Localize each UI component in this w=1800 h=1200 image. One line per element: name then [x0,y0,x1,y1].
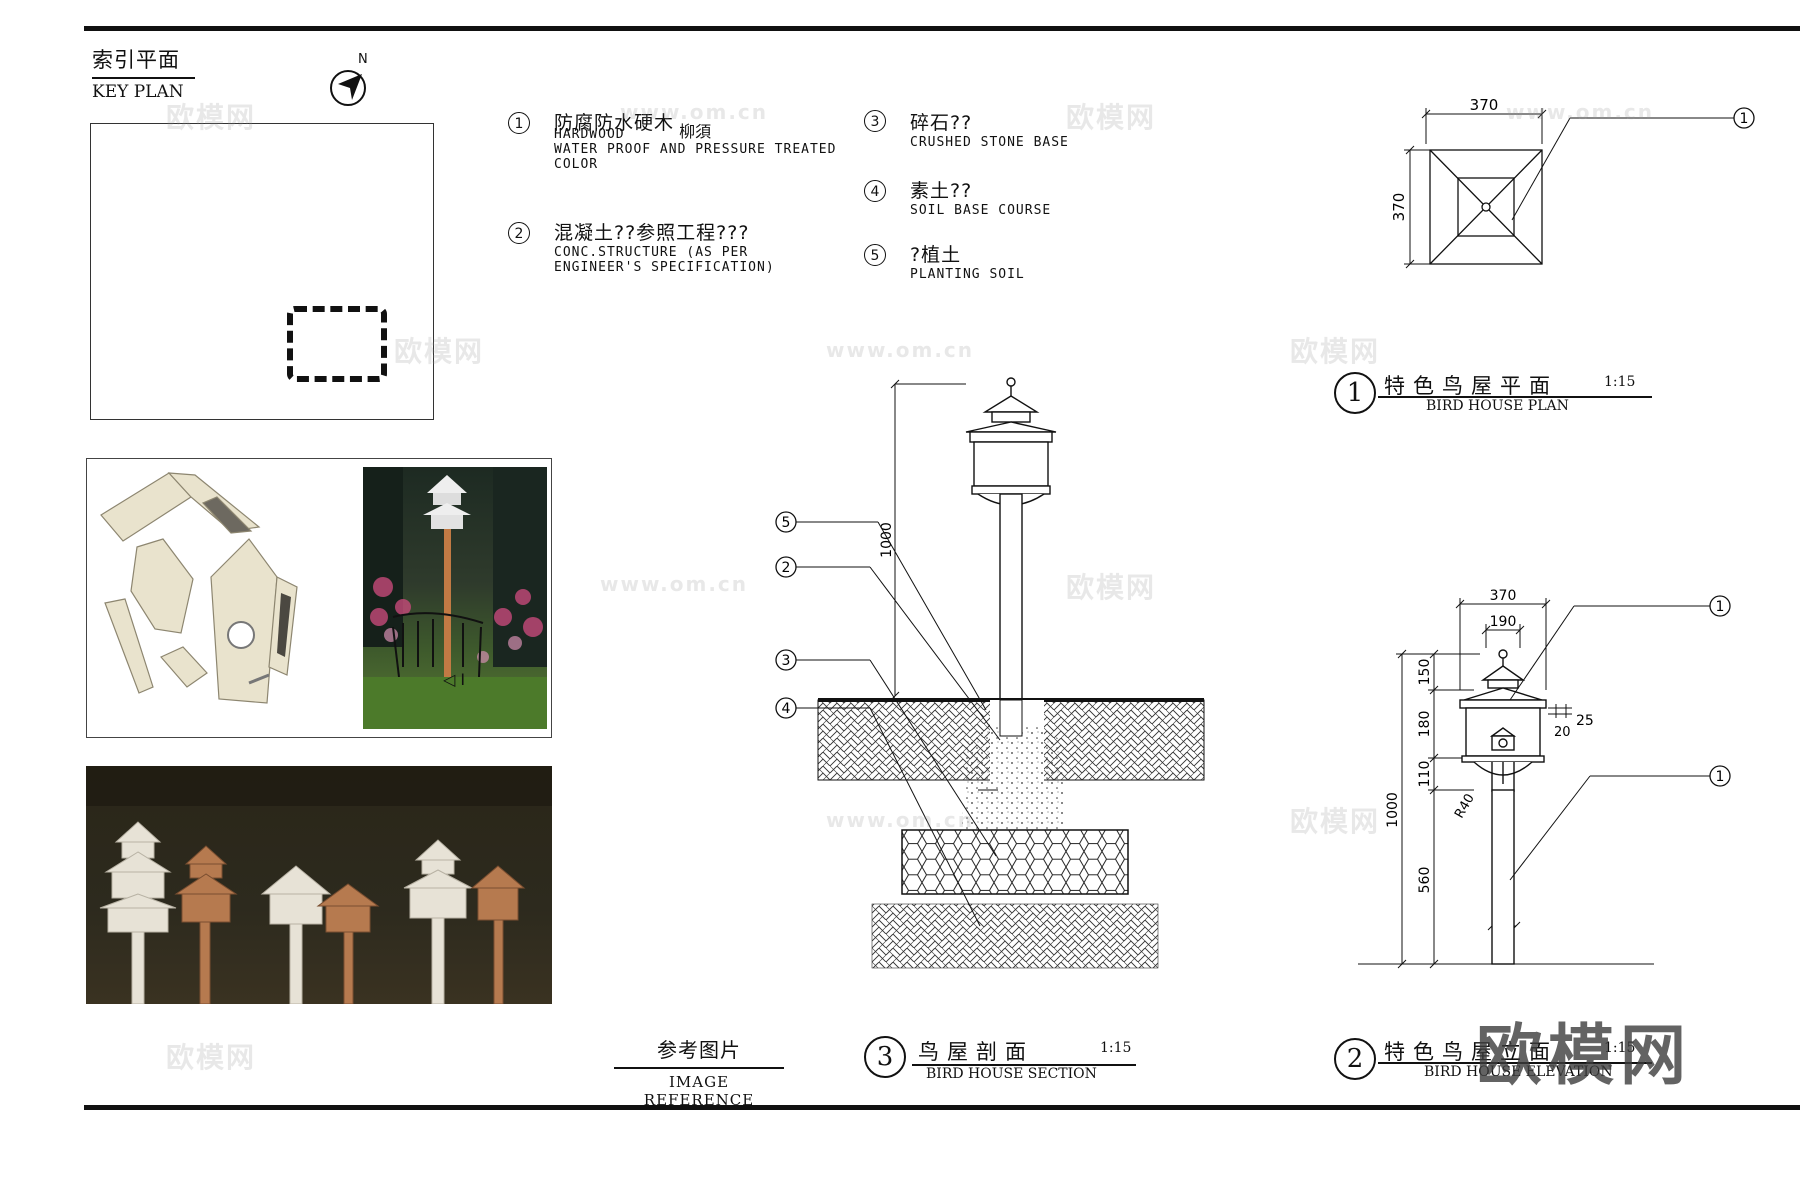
section-title-en: BIRD HOUSE SECTION [926,1066,1097,1082]
watermark-url-3: www.om.cn [600,572,749,596]
elevation-view-number: 2 [1334,1038,1376,1080]
legend-2-en-line-1: CONC.STRUCTURE (AS PER [554,245,749,260]
svg-text:◁ I: ◁ I [442,670,465,689]
plan-title-cn: 特色鸟屋平面 [1384,374,1558,398]
section-title-block: 3 鸟屋剖面 1:15 BIRD HOUSE SECTION [864,1036,1144,1084]
legend-number-5: 5 [864,244,886,266]
legend-1-en-line-3: COLOR [554,157,599,172]
legend-number-4: 4 [864,180,886,202]
north-arrow-icon [330,70,366,106]
bottom-border-rule [84,1105,1800,1110]
legend-number-3: 3 [864,110,886,132]
legend-4-cn: 素土?? [910,180,973,202]
legend-5-cn: ?植土 [910,244,962,266]
elev-dim-190: 190 [1490,614,1517,630]
watermark-url-2: www.om.cn [826,338,975,362]
plan-title-en: BIRD HOUSE PLAN [1426,398,1569,414]
plan-callout-1: 1 [1740,111,1749,127]
image-reference-title-cn: 参考图片 [657,1038,741,1062]
elev-callout-1b: 1 [1716,769,1725,785]
section-callout-4: 4 [782,701,791,717]
watermark-brand-7: 欧模网 [166,1041,257,1074]
birdhouse-exploded-parts-image [100,472,298,704]
elevation-title-underline [1378,1062,1652,1064]
key-plan-site-marker [287,306,387,382]
legend-number-1: 1 [508,112,530,134]
key-plan-frame [90,123,434,420]
garden-birdhouse-photo: ◁ I [363,467,547,729]
image-reference-title-en: IMAGE REFERENCE [643,1072,755,1109]
elev-dim-150: 150 [1417,659,1433,686]
image-reference-title: 参考图片 IMAGE REFERENCE [614,1034,784,1109]
elev-callout-1a: 1 [1716,599,1725,615]
bird-house-section-drawing: 1000 5 2 3 4 [775,377,1205,969]
legend-1-en-line-1: HARDWOOD [554,127,625,142]
birdhouse-collection-photo [86,766,552,1004]
north-arrow: N [328,52,372,110]
legend-1-en-line-2: WATER PROOF AND PRESSURE TREATED [554,142,837,157]
elevation-title-cn: 特色鸟屋立面 [1384,1040,1558,1064]
section-callout-3: 3 [782,653,791,669]
garden-birdhouse-photo-art: ◁ I [363,467,547,729]
key-plan-title-en: KEY PLAN [92,81,184,102]
plan-title-underline [1378,396,1652,398]
legend-4-en: SOIL BASE COURSE [910,203,1052,218]
key-plan-title-cn: 索引平面 [92,48,180,72]
section-title-underline [912,1064,1136,1066]
elevation-scale: 1:15 [1604,1040,1636,1056]
elevation-title-block: 2 特色鸟屋立面 1:15 BIRD HOUSE ELEVATION [1334,1036,1654,1086]
plan-dim-width: 370 [1470,96,1499,114]
section-callout-5: 5 [782,515,791,531]
image-reference-underline [614,1067,784,1069]
legend-2-en-line-2: ENGINEER'S SPECIFICATION) [554,260,775,275]
elev-dim-180: 180 [1417,711,1433,738]
legend-3-en: CRUSHED STONE BASE [910,135,1069,150]
section-view-number: 3 [864,1036,906,1078]
north-label: N [358,52,368,67]
legend-1-cn: 防腐防水硬木 [554,112,675,134]
section-scale: 1:15 [1100,1040,1132,1056]
bird-house-plan-drawing: 370 370 1 [1390,96,1755,269]
reference-photo-panel: ◁ I [86,458,552,738]
legend-number-2: 2 [508,222,530,244]
plan-scale: 1:15 [1604,374,1636,390]
bird-house-elevation-drawing: 370 190 150 180 110 1000 560 80 R40 25 2… [1358,588,1731,969]
elev-dim-370: 370 [1490,588,1517,604]
legend-2-cn: 混凝土??参照工程??? [554,222,750,244]
legend-1-handwritten-note: 柳須 [679,122,712,141]
legend-5-en: PLANTING SOIL [910,267,1025,282]
watermark-brand-4: 欧模网 [1290,335,1381,368]
plan-dim-depth: 370 [1390,193,1408,222]
plan-view-number: 1 [1334,372,1376,414]
section-callout-2: 2 [782,560,791,576]
elev-dim-110: 110 [1417,761,1433,788]
elev-dim-r40: R40 [1452,791,1478,821]
birdhouse-collection-art [86,766,552,1004]
elev-dim-560: 560 [1417,867,1433,894]
elev-dim-25: 25 [1576,713,1594,729]
legend-3-cn: 碎石?? [910,112,973,134]
plan-title-block: 1 特色鸟屋平面 1:15 BIRD HOUSE PLAN [1334,370,1654,420]
key-plan-title-underline [92,77,195,79]
key-plan-header: 索引平面 KEY PLAN [92,44,195,102]
section-title-cn: 鸟屋剖面 [918,1040,1034,1064]
elev-dim-20: 20 [1554,725,1571,740]
elevation-title-en: BIRD HOUSE ELEVATION [1424,1064,1613,1080]
top-border-rule [84,26,1800,31]
elev-dim-1000: 1000 [1385,792,1401,828]
